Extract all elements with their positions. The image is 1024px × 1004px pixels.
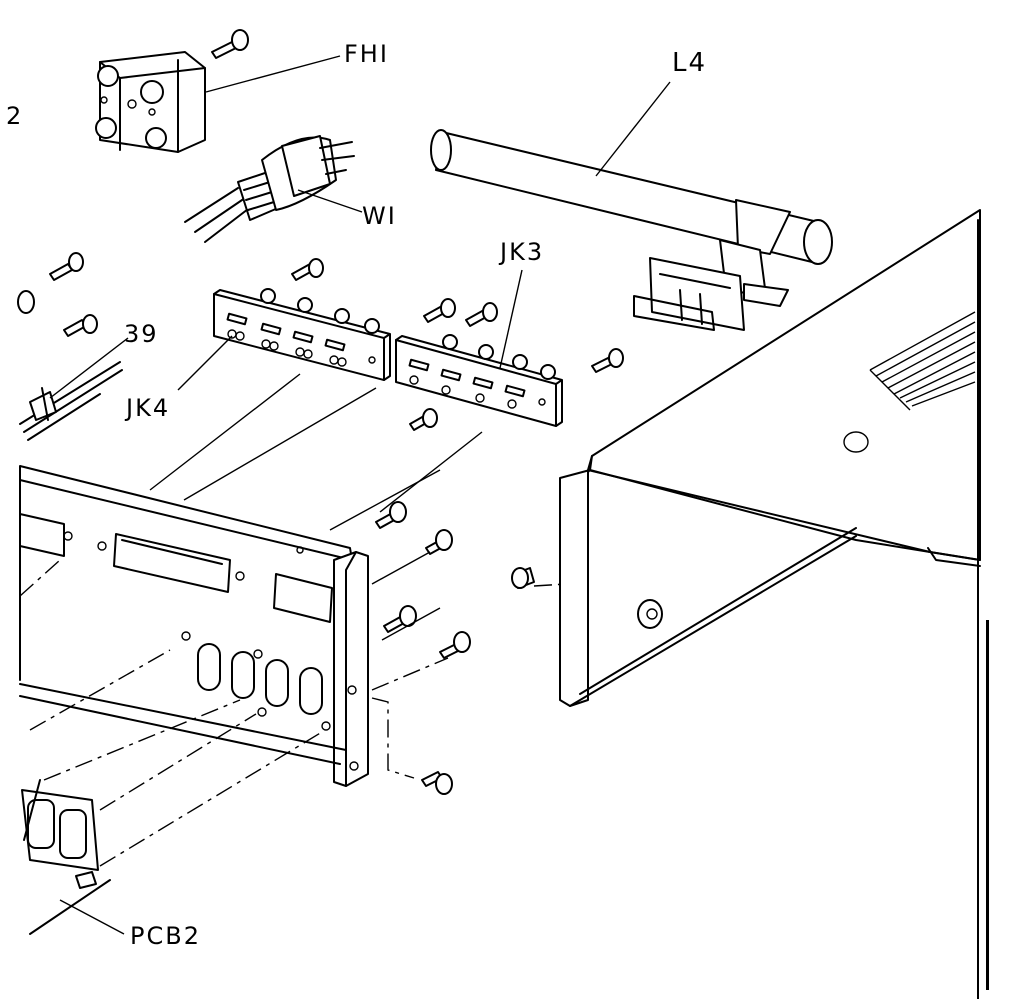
leader-jk3 xyxy=(499,269,523,369)
label-l4: L4 xyxy=(672,48,708,78)
leader-w1 xyxy=(297,189,363,213)
label-edge-fragment: 2 xyxy=(6,102,24,130)
screws-front xyxy=(375,501,535,795)
vent-slots xyxy=(869,311,976,411)
label-jk4: JK4 xyxy=(126,394,171,422)
rod-l4 xyxy=(430,129,833,331)
pcb2-bracket xyxy=(21,779,111,935)
label-jk3: JK3 xyxy=(500,238,545,266)
fuse-holder-fh1 xyxy=(95,51,206,153)
power-cord-w1 xyxy=(184,135,355,243)
front-panel xyxy=(19,465,369,787)
screw-fh1 xyxy=(211,29,249,59)
cable-39 xyxy=(19,361,123,441)
leader-fh1 xyxy=(205,55,341,93)
leader-pcb2 xyxy=(59,899,125,935)
assembly-lines xyxy=(19,373,921,867)
edge-mark xyxy=(986,620,989,990)
leader-39 xyxy=(49,337,129,399)
label-fh1: FHI xyxy=(344,40,389,68)
jack-board-jk3 xyxy=(395,334,563,427)
leader-l4 xyxy=(595,81,671,177)
leader-jk4 xyxy=(177,335,233,391)
label-w1: WI xyxy=(362,202,397,230)
label-pcb2: PCB2 xyxy=(130,922,201,950)
label-39: 39 xyxy=(124,320,159,348)
top-cover xyxy=(559,209,981,1000)
screws-upper xyxy=(17,252,624,431)
jack-board-jk4 xyxy=(213,288,391,381)
